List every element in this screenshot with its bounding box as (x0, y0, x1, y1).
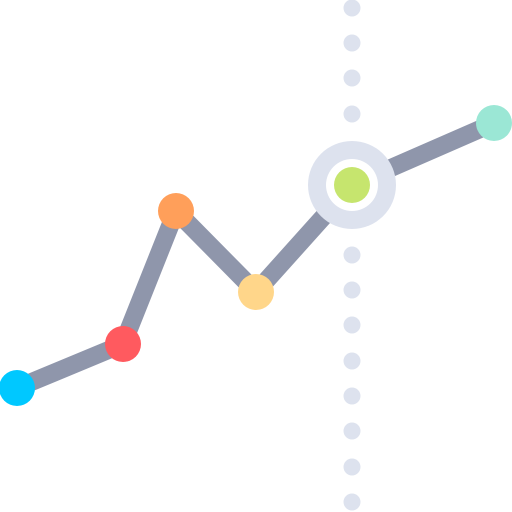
data-points (0, 105, 512, 406)
data-point (158, 193, 194, 229)
guide-dot (343, 0, 361, 17)
guide-dot (343, 352, 361, 370)
guide-dot (343, 69, 361, 87)
data-point (476, 105, 512, 141)
guide-dot (343, 316, 361, 334)
guide-dot (343, 458, 361, 476)
data-point (0, 370, 35, 406)
trend-line (8, 114, 503, 397)
highlighted-data-point (334, 167, 370, 203)
guide-dot (343, 422, 361, 440)
data-point (238, 274, 274, 310)
vertical-guide-dots (343, 0, 361, 511)
guide-dot (343, 387, 361, 405)
data-point (105, 326, 141, 362)
guide-dot (343, 34, 361, 52)
guide-dot (343, 281, 361, 299)
guide-dot (343, 493, 361, 511)
guide-dot (343, 246, 361, 264)
guide-dot (343, 105, 361, 123)
